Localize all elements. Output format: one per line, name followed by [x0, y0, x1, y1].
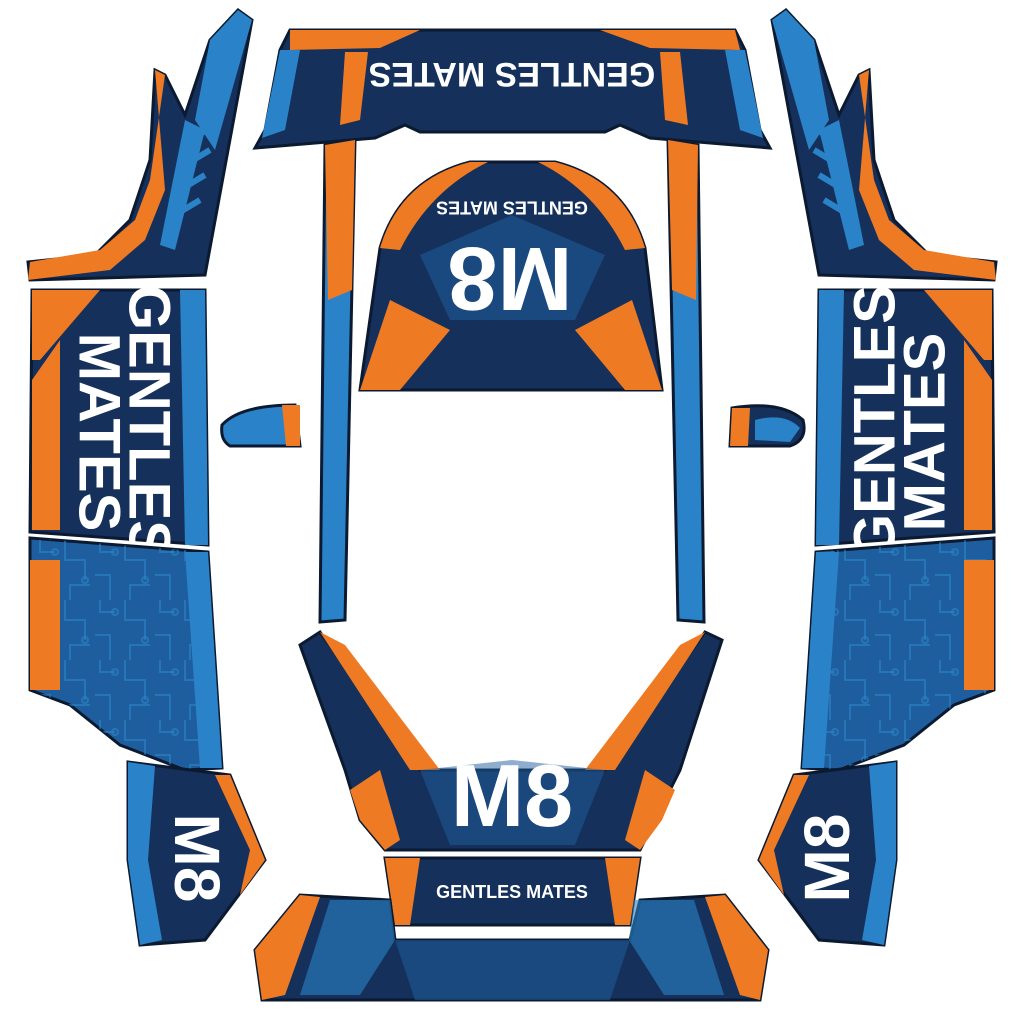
door-front-right-text-line2: MATES — [892, 333, 957, 532]
door-rear-left — [28, 536, 224, 772]
mirror-right — [728, 404, 806, 448]
hood: GENTLES MATES M8 — [358, 160, 664, 392]
door-front-right: GENTLES MATES — [814, 285, 996, 559]
rear-wing: GENTLES MATES — [252, 28, 773, 150]
hood-brand-text: GENTLES MATES — [436, 197, 588, 217]
fender-right-logo: M8 — [791, 814, 863, 903]
lower-lip-brand-text: GENTLES MATES — [436, 882, 588, 902]
door-rear-right — [800, 536, 996, 772]
mirror-left — [220, 403, 302, 448]
fender-left-logo: M8 — [161, 814, 233, 903]
door-front-left: GENTLES MATES — [28, 285, 210, 559]
door-front-left-text-line2: MATES — [67, 333, 132, 532]
door-front-right-text-line1: GENTLES — [842, 285, 907, 559]
roof-rail-left — [318, 138, 357, 624]
door-front-left-text-line1: GENTLES — [117, 285, 182, 559]
front-bumper: M8 — [298, 629, 724, 852]
rear-wing-brand-text: GENTLES MATES — [369, 55, 656, 93]
fender-right: M8 — [757, 760, 898, 947]
side-upper-left — [26, 8, 254, 282]
side-upper-right — [770, 8, 998, 282]
fender-left: M8 — [126, 760, 267, 947]
front-bumper-logo: M8 — [451, 746, 573, 845]
lower-lip: GENTLES MATES — [383, 856, 642, 927]
hood-logo: M8 — [447, 228, 572, 328]
front-splitter — [253, 893, 770, 1002]
roof-rail-right — [666, 138, 706, 624]
